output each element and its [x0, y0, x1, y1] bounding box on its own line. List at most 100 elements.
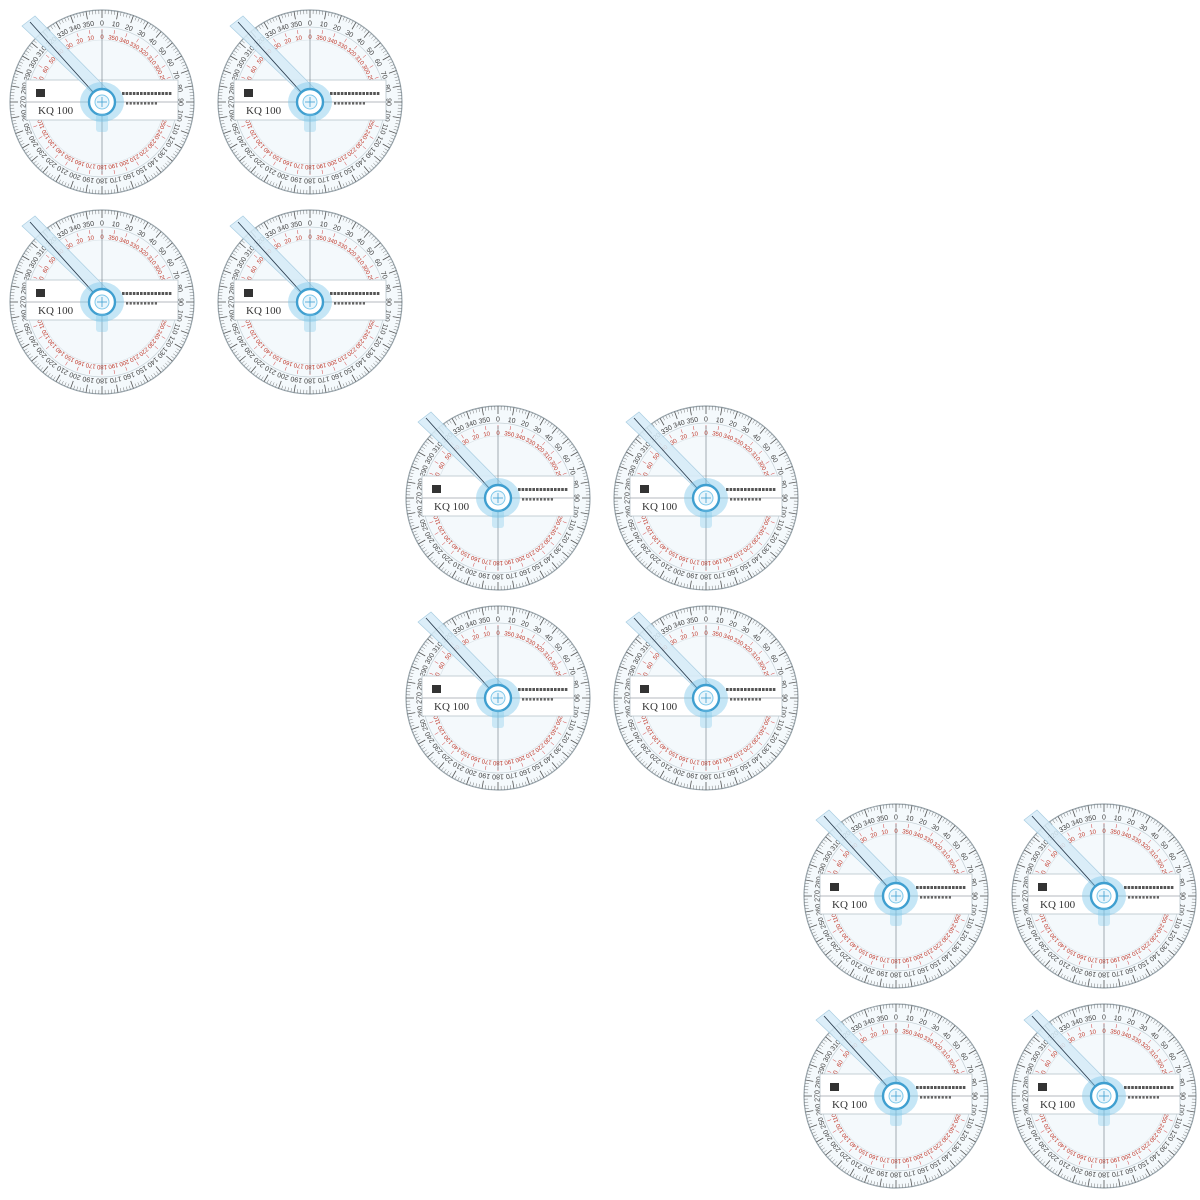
degree-label-inner: 120 — [437, 524, 448, 536]
degree-label: 30 — [136, 29, 146, 39]
degree-label: 350 — [876, 815, 889, 824]
degree-label: 30 — [740, 425, 750, 435]
degree-label-inner: 150 — [1066, 946, 1078, 957]
degree-label-inner: 300 — [152, 64, 163, 76]
degree-label: 330 — [850, 822, 864, 834]
degree-label-inner: 110 — [641, 714, 650, 726]
degree-label: 350 — [290, 221, 303, 230]
degree-label: 40 — [751, 633, 762, 643]
degree-label-inner: 230 — [145, 137, 156, 149]
degree-label-inner: 160 — [868, 1151, 880, 1160]
degree-label: 150 — [342, 364, 356, 376]
degree-label-inner: 320 — [741, 443, 753, 454]
degree-label: 40 — [147, 237, 158, 247]
degree-label-inner: 130 — [255, 137, 266, 149]
degree-label-inner: 50 — [445, 452, 454, 461]
degree-label-inner: 20 — [284, 38, 293, 46]
brand-logo — [830, 883, 839, 891]
degree-label: 250 — [23, 122, 34, 135]
degree-label-inner: 210 — [524, 748, 536, 759]
degree-label: 110 — [1172, 916, 1182, 929]
degree-label-inner: 350 — [316, 235, 328, 243]
degree-label: 270 — [416, 692, 423, 704]
degree-label-inner: 110 — [37, 318, 46, 330]
degree-label-inner: 150 — [858, 946, 870, 957]
degree-label: 90 — [177, 98, 184, 106]
degree-label-inner: 130 — [443, 533, 454, 545]
degree-label: 240 — [28, 134, 40, 148]
degree-label-inner: 140 — [849, 939, 861, 950]
degree-label-inner: 350 — [316, 35, 328, 43]
degree-label: 210 — [660, 760, 674, 772]
degree-label-inner: 120 — [645, 524, 656, 536]
degree-label: 290 — [627, 665, 638, 678]
degree-label-inner: 210 — [732, 748, 744, 759]
degree-label: 50 — [553, 643, 563, 654]
degree-label-inner: 210 — [128, 152, 140, 163]
degree-label-inner: 320 — [533, 443, 545, 454]
degree-label: 80 — [1177, 1078, 1185, 1087]
degree-label: 260 — [625, 705, 634, 718]
degree-label-inner: 10 — [295, 235, 303, 242]
degree-label: 210 — [264, 164, 278, 176]
model-label: KQ 100 — [434, 701, 470, 713]
degree-label: 330 — [452, 624, 466, 636]
degree-label: 330 — [1058, 1022, 1072, 1034]
degree-label-inner: 20 — [284, 238, 293, 246]
degree-label: 160 — [726, 766, 739, 777]
degree-label-inner: 110 — [433, 714, 442, 726]
degree-label: 150 — [530, 560, 544, 572]
degree-label-inner: 300 — [360, 264, 371, 276]
compass-hub-icon — [288, 282, 332, 332]
degree-label: 350 — [478, 417, 491, 426]
protractor-group: 0010350203403033040320503106030070290802… — [398, 398, 799, 798]
degree-label-inner: 130 — [47, 337, 58, 349]
degree-label-inner: 220 — [741, 542, 753, 553]
degree-label-inner: 320 — [345, 47, 357, 58]
degree-label: 60 — [561, 654, 571, 664]
degree-label: 50 — [1159, 841, 1169, 852]
degree-label-inner: 140 — [1057, 939, 1069, 950]
degree-label: 240 — [632, 530, 644, 544]
degree-label: 180 — [890, 971, 902, 978]
degree-label-inner: 230 — [353, 137, 364, 149]
degree-label: 150 — [738, 560, 752, 572]
degree-label: 40 — [941, 1031, 952, 1041]
degree-label-inner: 330 — [922, 1035, 934, 1046]
degree-label: 40 — [1149, 831, 1160, 841]
degree-label: 110 — [964, 916, 974, 929]
degree-label: 90 — [971, 892, 978, 900]
protractor: 0010350203403033040320503106030070290802… — [796, 796, 996, 996]
degree-label-inner: 130 — [255, 337, 266, 349]
degree-label: 200 — [277, 370, 290, 381]
degree-label: 200 — [673, 566, 686, 577]
degree-label-inner: 220 — [1139, 1140, 1151, 1151]
degree-label-inner: 180 — [1098, 957, 1109, 963]
degree-label: 160 — [518, 566, 531, 577]
degree-label-inner: 340 — [514, 433, 526, 442]
degree-label: 120 — [164, 134, 176, 148]
degree-label: 200 — [277, 170, 290, 181]
degree-label: 280 — [625, 478, 634, 491]
degree-label-inner: 300 — [1154, 858, 1165, 870]
degree-label: 70 — [965, 1064, 974, 1074]
degree-label-inner: 330 — [922, 835, 934, 846]
degree-label-inner: 20 — [76, 238, 85, 246]
degree-label-inner: 120 — [41, 328, 52, 340]
degree-label-inner: 10 — [295, 35, 303, 42]
degree-label: 120 — [958, 928, 970, 942]
degree-label: 280 — [21, 82, 30, 95]
degree-label: 90 — [781, 494, 788, 502]
degree-label: 170 — [1111, 968, 1124, 977]
degree-label: 330 — [56, 28, 70, 40]
degree-label-inner: 250 — [365, 118, 374, 130]
degree-label: 50 — [761, 643, 771, 654]
degree-label: 350 — [82, 221, 95, 230]
protractor-icon: 0010350203403033040320503106030070290802… — [1011, 803, 1197, 989]
degree-label: 190 — [478, 770, 491, 779]
degree-label: 70 — [171, 70, 180, 80]
degree-label: 20 — [728, 420, 738, 429]
degree-label-inner: 230 — [939, 931, 950, 943]
degree-label-inner: 160 — [678, 753, 690, 762]
degree-label: 300 — [236, 56, 248, 70]
